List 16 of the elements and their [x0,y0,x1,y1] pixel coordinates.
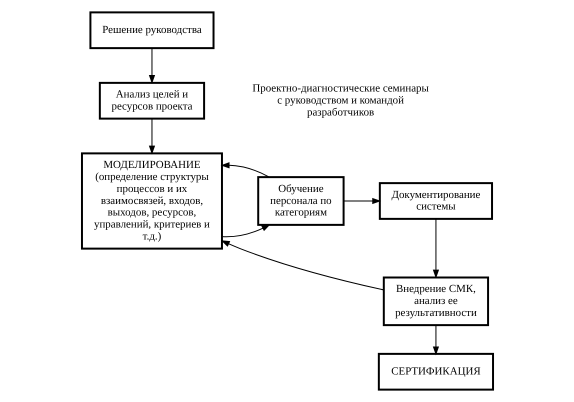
arrow [148,48,155,84]
node-box: Решение руководства [88,11,214,50]
arrow [220,240,384,290]
arrow [221,224,270,238]
node-box: МОДЕЛИРОВАНИЕ (определение структуры процессов и их взаимосвязей, входов, выходов, ресурсов, управлений, критериев и т.д.) [80,152,222,250]
arrow [148,118,155,155]
label: Проектно-диагностические семинары с руководством и командой разработчиков [252,82,428,118]
arrow [432,218,439,279]
node-box: СЕРТИФИКАЦИЯ [377,352,494,391]
node-box: Документирование системы [378,182,493,220]
node-box: Обучение персонала по категориям [256,176,344,226]
node-box: Внедрение СМК, анализ ее результативности [382,276,489,326]
arrow [432,324,439,356]
node-box: Анализ целей и ресурсов проекта [98,82,205,120]
arrow [342,198,381,204]
arrow [220,162,270,178]
